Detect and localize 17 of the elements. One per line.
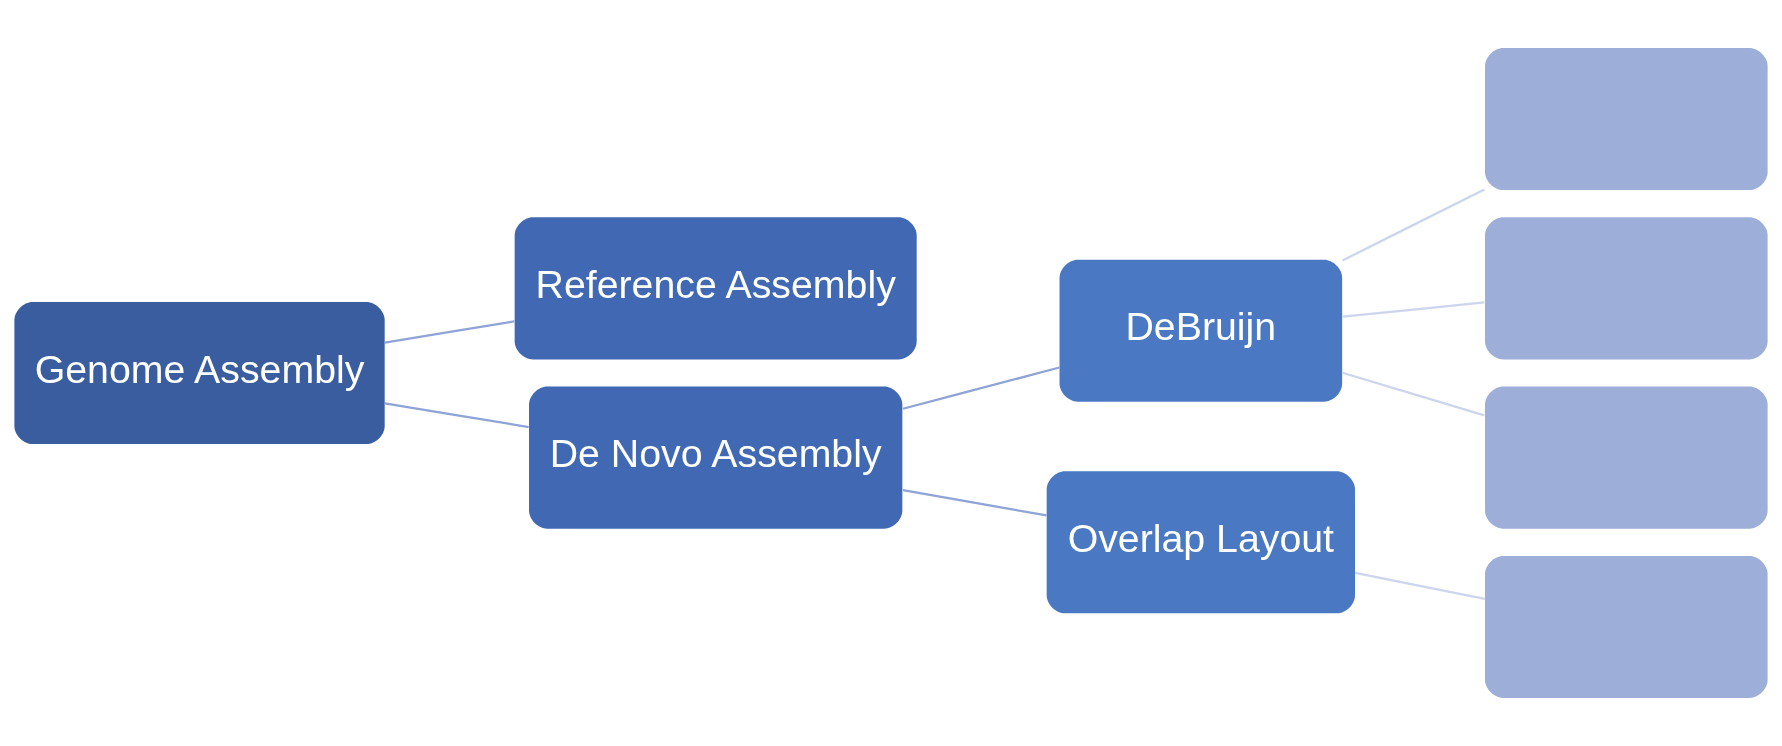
connector bbox=[384, 320, 515, 344]
connector bbox=[1342, 371, 1485, 417]
connector bbox=[902, 489, 1047, 517]
node-box bbox=[1485, 48, 1768, 191]
node-box bbox=[1485, 555, 1768, 698]
node-box: De Novo Assembly bbox=[529, 386, 903, 529]
connector bbox=[384, 402, 529, 429]
connector bbox=[902, 366, 1060, 410]
connector bbox=[1342, 301, 1485, 318]
node-box bbox=[1485, 217, 1768, 360]
node-box: Genome Assembly bbox=[14, 301, 385, 445]
node-box: Reference Assembly bbox=[514, 217, 917, 360]
node-box: Overlap Layout bbox=[1046, 471, 1355, 614]
connector bbox=[1341, 188, 1485, 262]
connector bbox=[1355, 571, 1486, 600]
node-box bbox=[1485, 386, 1768, 529]
node-box: DeBruijn bbox=[1059, 259, 1343, 402]
